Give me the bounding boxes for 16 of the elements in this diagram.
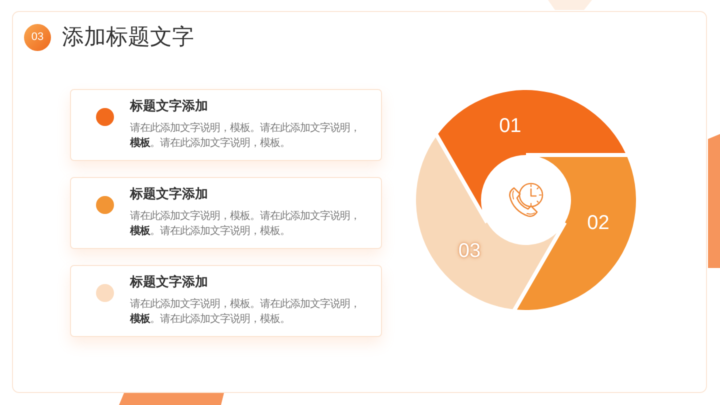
segment-number: 03 [458,240,481,262]
card-title: 标题文字添加 [130,185,208,203]
segment-number: 02 [587,212,610,234]
card-text: 请在此添加文字说明，模板。请在此添加文字说明，模板。请在此添加文字说明，模板。 [130,121,361,151]
ring-segment [516,156,636,310]
text-card [70,89,382,161]
ring-segment [416,137,557,310]
text-card [70,177,382,249]
segment-number: 01 [499,114,522,137]
card-title: 标题文字添加 [130,97,208,115]
slide-title: 添加标题文字 [62,23,194,51]
ring-segment [438,90,626,211]
card-title: 标题文字添加 [130,273,208,291]
text-card [70,265,382,337]
card-text: 请在此添加文字说明，模板。请在此添加文字说明，模板。请在此添加文字说明，模板。 [130,209,361,239]
card-text: 请在此添加文字说明，模板。请在此添加文字说明，模板。请在此添加文字说明，模板。 [130,297,361,327]
